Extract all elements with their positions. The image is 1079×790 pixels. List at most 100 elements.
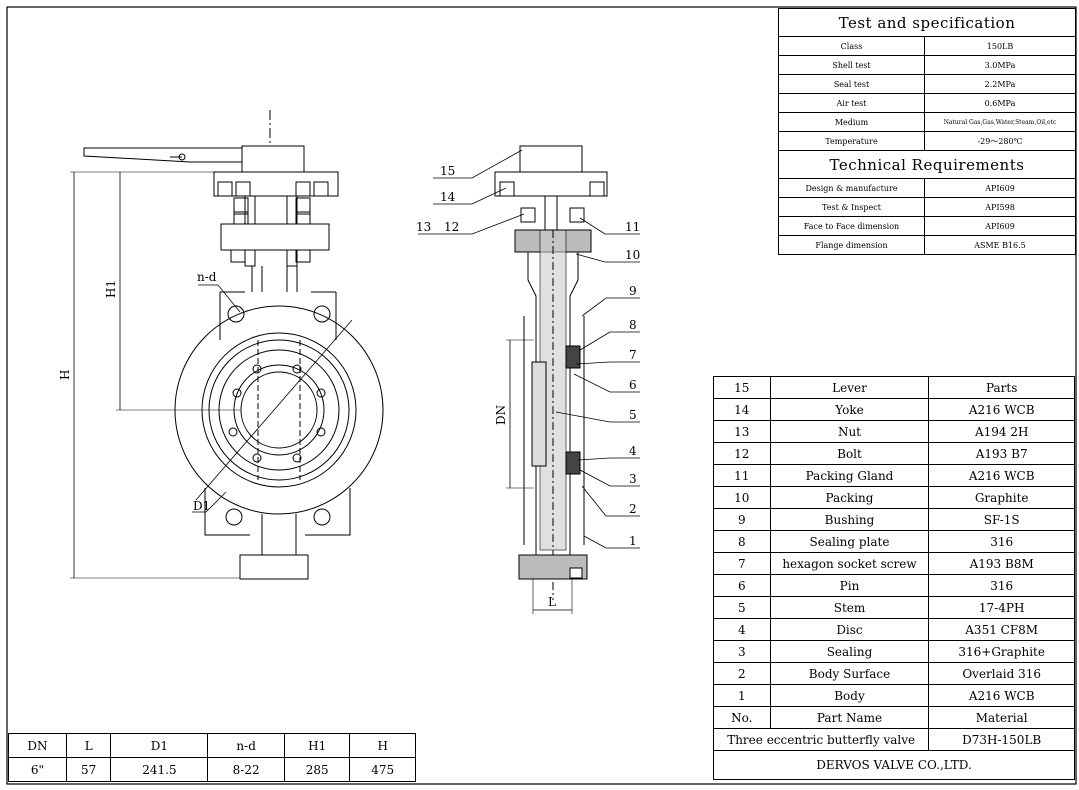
part-material: 316+Graphite [928, 640, 1075, 663]
front-view [70, 110, 384, 580]
part-no: 7 [713, 552, 771, 575]
h-label: H [58, 370, 72, 380]
part-material: Overlaid 316 [928, 662, 1075, 685]
req-value: API609 [924, 178, 1076, 198]
side-view-labels: DN L 15 14 13 12 11 10 9 8 7 6 5 4 3 2 1 [416, 164, 640, 609]
part-material: A193 B7 [928, 442, 1075, 465]
dim-header: DN [8, 733, 67, 758]
part-name: Bushing [769, 508, 930, 531]
part-no: 15 [713, 376, 771, 399]
parts-header-no: No. [713, 706, 771, 729]
req-label: Test & Inspect [778, 197, 925, 217]
part-material: A194 2H [928, 420, 1075, 443]
callout-11: 11 [625, 220, 640, 234]
dim-header: n-d [207, 733, 285, 758]
part-material: A216 WCB [928, 464, 1075, 487]
dim-header: H [349, 733, 416, 758]
callout-5: 5 [629, 408, 637, 422]
req-label: Face to Face dimension [778, 216, 925, 236]
part-material: A193 B8M [928, 552, 1075, 575]
part-no: 1 [713, 684, 771, 707]
part-name: Nut [769, 420, 930, 443]
part-name: hexagon socket screw [769, 552, 930, 575]
spec-value: Natural Gas,Gas,Water,Steam,Oil,etc [924, 112, 1076, 132]
part-name: Lever [769, 376, 930, 399]
part-material: 316 [928, 574, 1075, 597]
lever [83, 147, 243, 163]
nd-label: n-d [197, 270, 217, 284]
spec-label: Medium [778, 112, 925, 132]
part-name: Disc [769, 618, 930, 641]
part-no: 8 [713, 530, 771, 553]
h1-label: H1 [104, 280, 118, 298]
part-name: Bolt [769, 442, 930, 465]
l-label: L [548, 595, 556, 609]
part-name: Body [769, 684, 930, 707]
callout-8: 8 [629, 318, 637, 332]
callout-12: 12 [444, 220, 459, 234]
spec-value: 0.6MPa [924, 93, 1076, 113]
part-name: Sealing [769, 640, 930, 663]
req-value: API609 [924, 216, 1076, 236]
dim-header: L [65, 733, 112, 758]
callout-9: 9 [629, 284, 637, 298]
callout-10: 10 [625, 248, 640, 262]
part-no: 9 [713, 508, 771, 531]
parts-header-material: Material [928, 706, 1075, 729]
dim-value: 241.5 [110, 757, 209, 782]
part-material: 316 [928, 530, 1075, 553]
dim-value: 475 [349, 757, 416, 782]
dim-value: 285 [283, 757, 351, 782]
parts-header-name: Part Name [769, 706, 930, 729]
part-material: A216 WCB [928, 684, 1075, 707]
callout-6: 6 [629, 378, 637, 392]
packing-gland-flange [220, 223, 330, 251]
part-material: A216 WCB [928, 398, 1075, 421]
front-view-labels: n-d D1 H1 H [58, 270, 217, 513]
spec-label: Class [778, 36, 925, 56]
dim-value: 6" [8, 757, 67, 782]
callout-2: 2 [629, 502, 637, 516]
part-name: Yoke [769, 398, 930, 421]
d1-label: D1 [193, 499, 210, 513]
dn-label: DN [494, 405, 508, 425]
spec-label: Air test [778, 93, 925, 113]
callout-15: 15 [440, 164, 455, 178]
part-name: Body Surface [769, 662, 930, 685]
part-no: 6 [713, 574, 771, 597]
callout-13: 13 [416, 220, 431, 234]
spec-label: Shell test [778, 55, 925, 75]
spec-value: 3.0MPa [924, 55, 1076, 75]
company-name: DERVOS VALVE CO.,LTD. [713, 750, 1075, 780]
callout-14: 14 [440, 190, 456, 204]
dim-header: H1 [283, 733, 351, 758]
part-no: 3 [713, 640, 771, 663]
spec-label: Seal test [778, 74, 925, 94]
part-no: 14 [713, 398, 771, 421]
spec-value: 2.2MPa [924, 74, 1076, 94]
part-material: Graphite [928, 486, 1075, 509]
part-name: Packing [769, 486, 930, 509]
part-name: Sealing plate [769, 530, 930, 553]
part-no: 13 [713, 420, 771, 443]
dim-value: 8-22 [207, 757, 285, 782]
part-no: 4 [713, 618, 771, 641]
req-value: ASME B16.5 [924, 235, 1076, 255]
